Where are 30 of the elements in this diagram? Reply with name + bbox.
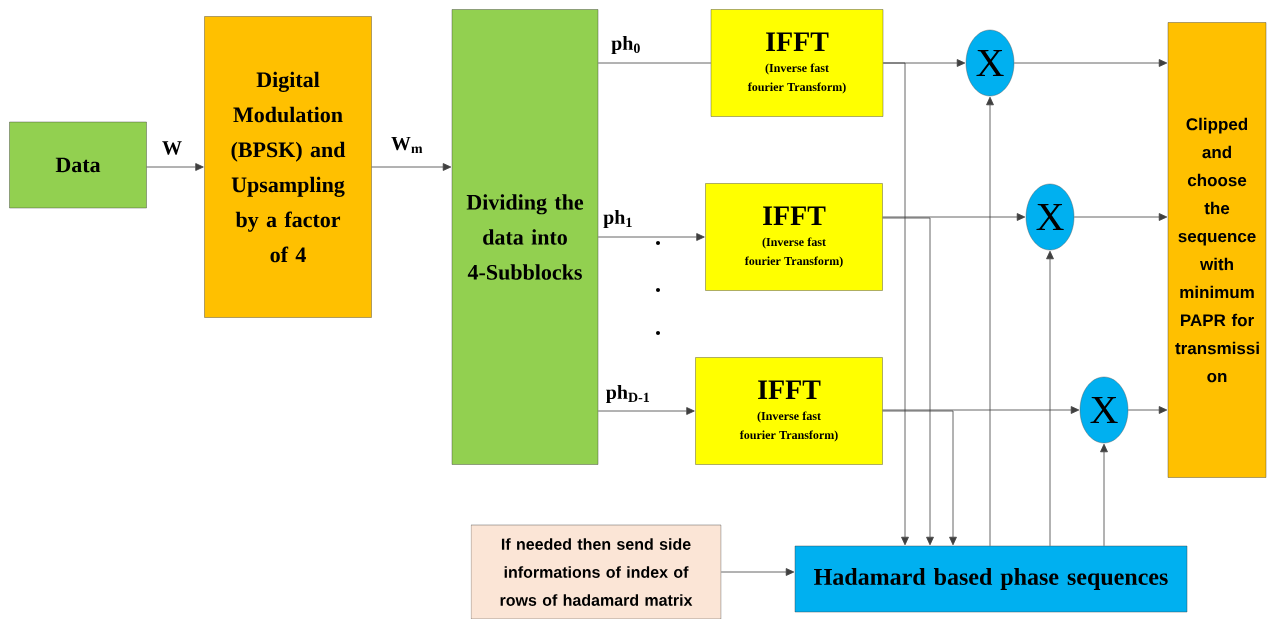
arrow (882, 410, 957, 546)
process-box: Clipped and choose the sequence with minimum PAPR for transmissi on (1167, 22, 1267, 478)
arrow (720, 568, 795, 576)
arrow (882, 217, 934, 546)
edge-label: ph$_{D-1}$ (604, 383, 652, 405)
arrow (1073, 213, 1168, 221)
ifft-box: IFFT (Inverse fast fourier Transform) (710, 9, 884, 117)
arrow (1127, 406, 1168, 414)
note-box: If needed then send side informations of index of rows of hadamard matrix (470, 524, 722, 619)
arrow (1046, 250, 1054, 547)
edge-label: ph$_{0}$ (610, 34, 642, 56)
arrow (597, 233, 705, 241)
ifft-box: IFFT (Inverse fast fourier Transform) (705, 183, 883, 291)
arrow (882, 406, 1080, 414)
arrow (1100, 443, 1108, 547)
process-box: Digital Modulation (BPSK) and Upsampling by a factor of 4 (204, 16, 372, 318)
process-box: Data (9, 121, 147, 209)
arrow (597, 407, 695, 415)
arrow (371, 163, 452, 171)
arrow (146, 163, 204, 171)
arrow (986, 96, 994, 547)
ifft-box: IFFT (Inverse fast fourier Transform) (695, 357, 883, 465)
arrow (1013, 59, 1168, 67)
arrow (882, 213, 1026, 221)
edge-label: W$_{m}$ (389, 135, 425, 155)
process-box: Dividing the data into 4-Subblocks (451, 9, 599, 465)
arrow (882, 62, 909, 546)
process-box: Hadamard based phase sequences (794, 545, 1188, 613)
edge-label: W (161, 140, 183, 156)
edge-label: ph$_{1}$ (602, 208, 634, 230)
